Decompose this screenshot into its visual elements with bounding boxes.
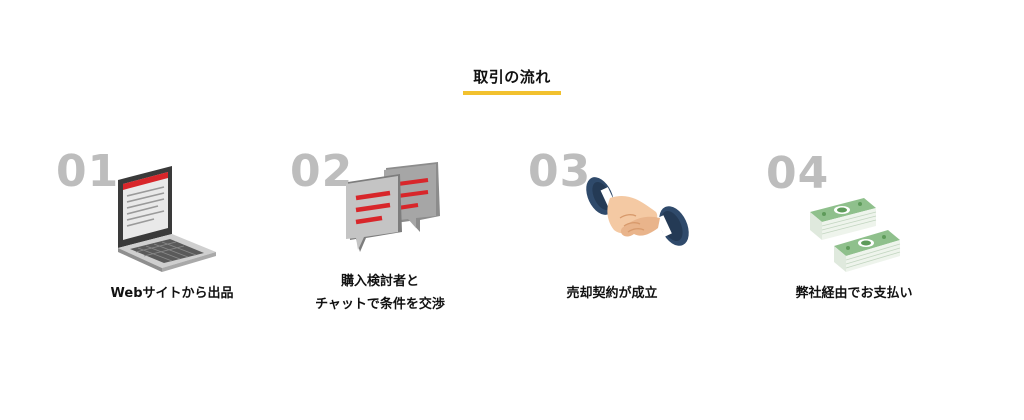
step-number-2: 02 (290, 146, 354, 197)
laptop-icon (118, 166, 216, 272)
step-label-4: 弊社経由でお支払い (734, 282, 974, 305)
step-1: 01 (52, 140, 292, 330)
step-number-4: 04 (766, 148, 830, 199)
section-title: 取引の流れ (0, 66, 1024, 95)
handshake-icon (586, 177, 689, 246)
step-label-2: 購入検討者と チャットで条件を交渉 (260, 270, 500, 316)
step-label-2-line-1: 購入検討者と (340, 274, 419, 289)
step-number-1: 01 (56, 146, 120, 197)
chat-bubbles-icon (346, 162, 440, 252)
step-label-4-line-1: 弊社経由でお支払い (795, 286, 913, 301)
step-label-3-line-1: 売却契約が成立 (566, 286, 658, 301)
step-label-1: Webサイトから出品 (52, 282, 292, 305)
step-3: 03 売却契約が成立 (492, 140, 732, 330)
step-label-2-line-2: チャットで条件を交渉 (315, 297, 445, 312)
step-4: 04 (734, 140, 974, 330)
step-label-3: 売却契約が成立 (492, 282, 732, 305)
section-title-text: 取引の流れ (463, 66, 561, 95)
step-2: 02 購入検討者と チャットで条件を交渉 (260, 140, 500, 330)
step-number-3: 03 (528, 146, 592, 197)
step-label-1-line-1: Webサイトから出品 (110, 286, 234, 301)
money-stack-icon (810, 198, 901, 272)
